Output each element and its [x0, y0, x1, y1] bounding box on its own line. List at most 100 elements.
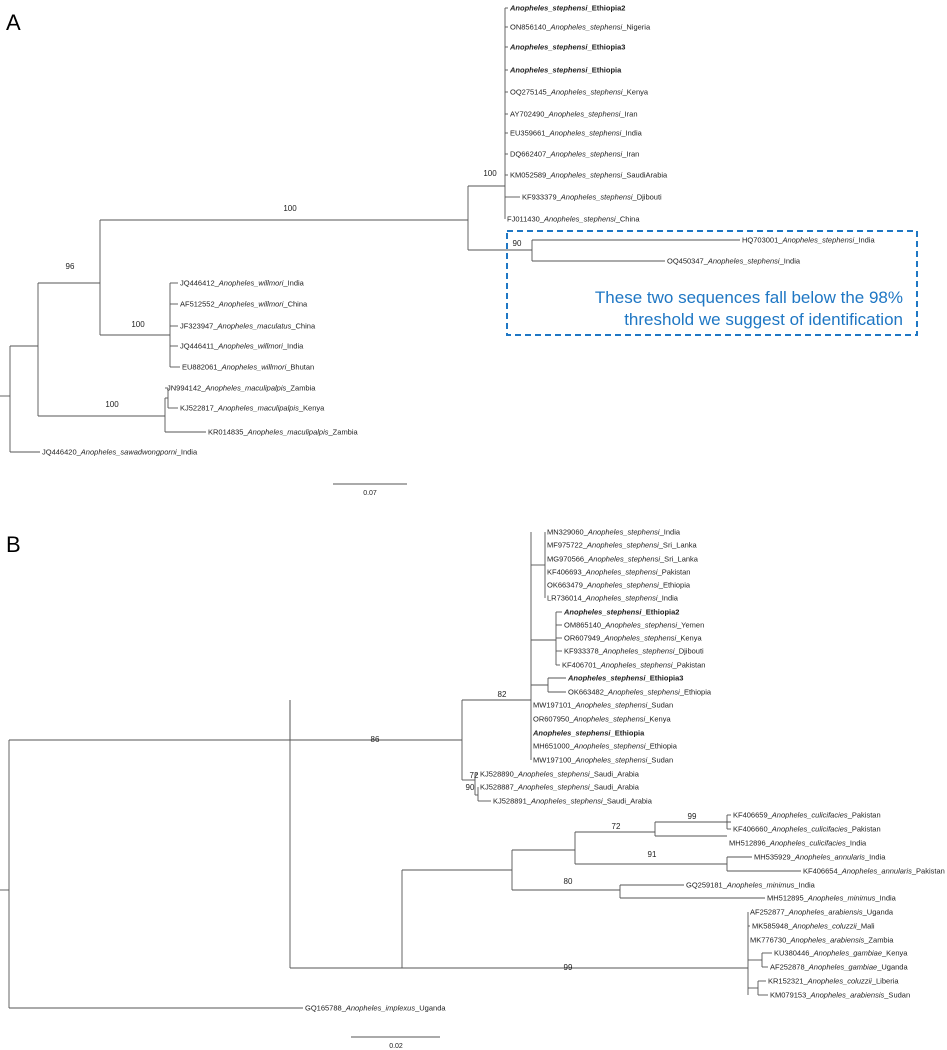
bootstrap-support-value: 99	[688, 812, 697, 821]
locality: _Uganda	[862, 908, 894, 917]
species-name: Anopheles_stephensi	[563, 608, 642, 617]
locality: _Kenya	[298, 404, 325, 413]
accession-id: KF933378_	[564, 647, 604, 656]
species-name: Anopheles_stephensi	[572, 715, 645, 724]
accession-id: EU882061_	[182, 363, 222, 372]
locality: _Saudi_Arabia	[602, 797, 653, 806]
leaf-label: OR607949_Anopheles_stephensi_Kenya	[564, 634, 702, 643]
species-name: Anopheles_stephensi	[585, 594, 658, 603]
callout-line-1: These two sequences fall below the 98%	[595, 288, 903, 307]
locality: _Zambia	[328, 428, 359, 437]
species-name: Anopheles_stephensi	[575, 701, 648, 710]
species-name: Anopheles_stephensi	[573, 742, 646, 751]
accession-id: JF323947_	[180, 322, 218, 331]
species-name: Anopheles_culicifacies	[769, 839, 846, 848]
leaf-label: KF933379_Anopheles_stephensi_Djibouti	[522, 193, 662, 202]
species-name: Anopheles_annularis	[841, 867, 912, 876]
locality: _Pakistan	[672, 661, 706, 670]
locality: _Ethiopia	[587, 66, 623, 75]
leaf-label: AY702490_Anopheles_stephensi_Iran	[510, 110, 638, 119]
locality: _Saudi_Arabia	[589, 783, 640, 792]
accession-id: MH512896_	[729, 839, 771, 848]
locality: _China	[282, 300, 308, 309]
species-name: Anopheles_stephensi	[509, 4, 588, 13]
locality: _India	[620, 129, 642, 138]
accession-id: EU359661_	[510, 129, 550, 138]
accession-id: MN329060_	[547, 528, 589, 537]
locality: _India	[874, 894, 896, 903]
locality: _Iran	[619, 110, 637, 119]
accession-id: LR736014_	[547, 594, 587, 603]
species-name: Anopheles_arabiensis	[809, 991, 884, 1000]
species-name: Anopheles_maculipalpis	[204, 384, 286, 393]
bootstrap-support-value: 82	[498, 690, 507, 699]
locality: _Nigeria	[621, 23, 651, 32]
accession-id: KF406701_	[562, 661, 602, 670]
accession-id: OQ450347_	[667, 257, 709, 266]
species-name: Anopheles_stephensi	[607, 688, 680, 697]
bootstrap-support-value: 100	[105, 400, 119, 409]
leaf-label: KM052589_Anopheles_stephensi_SaudiArabia	[510, 171, 668, 180]
bootstrap-support-value: 90	[513, 239, 522, 248]
locality: _Djibouti	[674, 647, 705, 656]
leaf-label: KJ522817_Anopheles_maculipalpis_Kenya	[180, 404, 325, 413]
accession-id: KM079153_	[770, 991, 811, 1000]
leaf-label: EU359661_Anopheles_stephensi_India	[510, 129, 643, 138]
leaf-label: AF512552_Anopheles_willmori_China	[180, 300, 308, 309]
leaf-label: KR152321_Anopheles_coluzzii_Liberia	[768, 977, 899, 986]
accession-id: AY702490_	[510, 110, 549, 119]
accession-id: KM052589_	[510, 171, 551, 180]
species-name: Anopheles_stephensi	[550, 88, 623, 97]
leaf-label: MN329060_Anopheles_stephensi_India	[547, 528, 681, 537]
accession-id: AF252878_	[770, 963, 810, 972]
leaf-label: MH512895_Anopheles_minimus_India	[767, 894, 897, 903]
locality: _India	[793, 881, 815, 890]
leaf-label: JQ446412_Anopheles_willmori_India	[180, 279, 305, 288]
bootstrap-support-value: 86	[371, 735, 380, 744]
leaf-label: MH651000_Anopheles_stephensi_Ethiopia	[533, 742, 678, 751]
species-name: Anopheles_stephensi	[549, 129, 622, 138]
locality: _Ethiopia	[679, 688, 712, 697]
accession-id: MH651000_	[533, 742, 575, 751]
bootstrap-support-value: 72	[470, 771, 479, 780]
leaf-label: DQ662407_Anopheles_stephensi_Iran	[510, 150, 639, 159]
leaf-label: MF975722_Anopheles_stephensi_Sri_Lanka	[547, 541, 698, 550]
leaf-label: EU882061_Anopheles_willmori_Bhutan	[182, 363, 314, 372]
accession-id: KJ522817_	[180, 404, 219, 413]
locality: _Pakistan	[847, 811, 881, 820]
accession-id: KJ528891_	[493, 797, 532, 806]
leaf-label: FJ011430_Anopheles_stephensi_China	[507, 215, 640, 224]
species-name: Anopheles_stephensi	[560, 193, 633, 202]
locality: _Ethiopia3	[587, 43, 626, 52]
locality: _Uganda	[414, 1004, 446, 1013]
leaf-label: MW197100_Anopheles_stephensi_Sudan	[533, 756, 673, 765]
locality: _Uganda	[876, 963, 908, 972]
locality: _Mali	[856, 922, 875, 931]
accession-id: MK585948_	[752, 922, 793, 931]
accession-id: GQ165788_	[305, 1004, 347, 1013]
leaf-label: MH535929_Anopheles_annularis_India	[754, 853, 886, 862]
leaf-label: Anopheles_stephensi_Ethiopia2	[509, 4, 625, 13]
accession-id: JQ446420_	[42, 448, 82, 457]
locality: _India	[853, 236, 875, 245]
bootstrap-support-value: 96	[66, 262, 75, 271]
species-name: Anopheles_stephensi	[603, 634, 676, 643]
locality: _Sudan	[646, 756, 673, 765]
species-name: Anopheles_gambiae	[808, 963, 877, 972]
locality: _India	[659, 528, 681, 537]
species-name: Anopheles_maculipalpis	[247, 428, 329, 437]
species-name: Anopheles_stephensi	[781, 236, 854, 245]
accession-id: JQ446412_	[180, 279, 220, 288]
panel-b-letter: B	[6, 532, 21, 557]
leaf-label: MW197101_Anopheles_stephensi_Sudan	[533, 701, 673, 710]
species-name: Anopheles_sawadwongporni	[80, 448, 177, 457]
locality: _Ethiopia	[645, 742, 678, 751]
accession-id: KU380446_	[774, 949, 814, 958]
species-name: Anopheles_stephensi	[575, 756, 648, 765]
panel-a-letter: A	[6, 10, 21, 35]
accession-id: OK663482_	[568, 688, 609, 697]
leaf-label: KF406693_Anopheles_stephensi_Pakistan	[547, 568, 690, 577]
locality: _Ethiopia3	[645, 674, 684, 683]
